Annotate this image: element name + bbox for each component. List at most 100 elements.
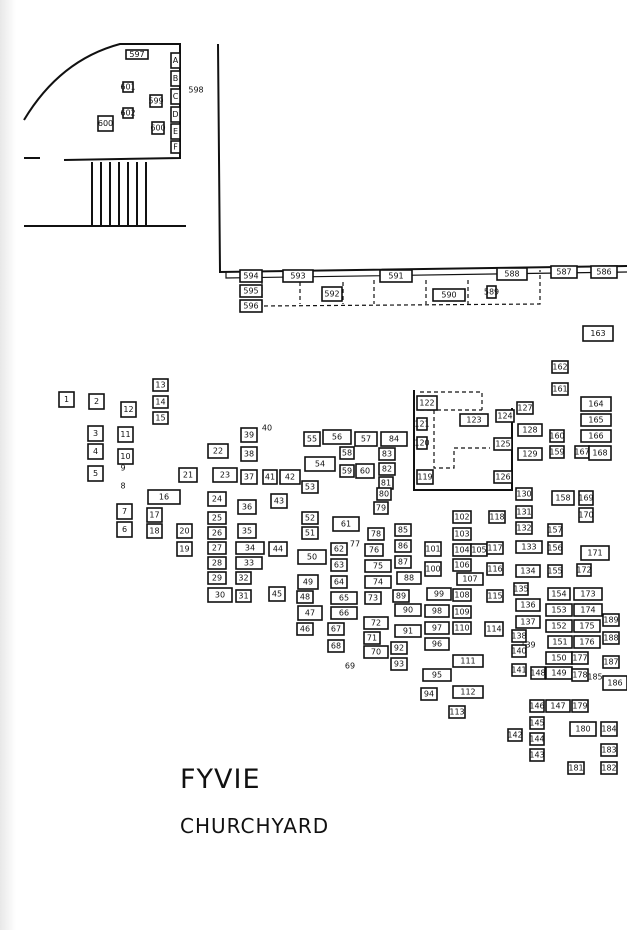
- grave-plot-150: 150: [545, 651, 573, 665]
- grave-plot-label: 50: [307, 553, 317, 562]
- grave-plot-131: 131: [515, 505, 533, 519]
- grave-plot-118: 118: [488, 510, 506, 524]
- grave-plot-71: 71: [363, 631, 381, 645]
- grave-plot-34: 34: [235, 541, 265, 555]
- grave-plot-83: 83: [378, 447, 396, 461]
- grave-plot-144: 144: [529, 732, 545, 746]
- grave-plot-label: 23: [220, 471, 230, 480]
- grave-plot-label: 90: [403, 606, 413, 615]
- grave-plot-label: 17: [149, 511, 159, 520]
- grave-plot-label: 147: [550, 702, 565, 711]
- grave-plot-16: 16: [147, 489, 181, 505]
- grave-plot-label: 110: [454, 624, 469, 633]
- grave-plot-12: 12: [120, 401, 137, 418]
- grave-plot-593: 593: [282, 269, 314, 283]
- grave-plot-102: 102: [452, 510, 472, 524]
- grave-plot-169: 169: [578, 490, 594, 506]
- grave-plot-label: 165: [588, 416, 603, 425]
- grave-plot-label: 60: [360, 467, 370, 476]
- grave-plot-label: 155: [547, 567, 562, 576]
- grave-plot-75: 75: [364, 559, 392, 573]
- grave-plot-label: 589: [484, 288, 499, 297]
- grave-plot-label: 80: [379, 490, 389, 499]
- grave-plot-label: 57: [361, 435, 371, 444]
- grave-plot-594: 594: [239, 269, 263, 283]
- grave-plot-77: 77: [350, 540, 360, 549]
- grave-plot-label: 82: [382, 465, 392, 474]
- grave-plot-label: 595: [243, 287, 258, 296]
- grave-plot-151: 151: [547, 635, 573, 649]
- grave-plot-47: 47: [297, 605, 323, 621]
- grave-plot-label: 64: [334, 578, 344, 587]
- grave-plot-65: 65: [330, 591, 358, 605]
- grave-plot-139: 139: [520, 641, 535, 650]
- grave-plot-161: 161: [551, 382, 569, 396]
- grave-plot-label: 106: [454, 561, 469, 570]
- grave-plot-label: 89: [396, 592, 406, 601]
- grave-plot-label: 78: [371, 530, 381, 539]
- grave-plot-label: 135: [513, 585, 528, 594]
- grave-plot-label: 19: [179, 545, 189, 554]
- grave-plot-label: 154: [551, 590, 566, 599]
- grave-plot-41: 41: [262, 469, 278, 485]
- grave-plot-label: 49: [303, 578, 313, 587]
- grave-plot-601: 601: [120, 81, 136, 93]
- grave-plot-label: 599: [148, 97, 163, 106]
- grave-plot-27: 27: [207, 541, 227, 555]
- grave-plot-146: 146: [529, 699, 545, 713]
- grave-plot-label: 133: [521, 543, 536, 552]
- grave-plot-80: 80: [376, 487, 392, 501]
- grave-plot-183: 183: [600, 743, 618, 757]
- grave-plot-label: 123: [466, 416, 481, 425]
- grave-plot-165: 165: [580, 413, 612, 427]
- grave-plot-label: 175: [579, 622, 594, 631]
- grave-plot-label: 166: [588, 432, 603, 441]
- grave-plot-98: 98: [424, 604, 450, 618]
- grave-plot-label: 142: [507, 731, 522, 740]
- grave-plot-label: 138: [511, 632, 526, 641]
- grave-plot-156: 156: [547, 541, 563, 555]
- grave-plot-592: 592: [321, 286, 343, 302]
- grave-plot-31: 31: [235, 589, 252, 603]
- grave-plot-label: 63: [334, 561, 344, 570]
- grave-plot-A: A: [170, 52, 181, 69]
- grave-plot-121: 121: [414, 417, 430, 431]
- grave-plot-label: 21: [183, 471, 193, 480]
- grave-plot-170: 170: [578, 507, 594, 523]
- grave-plot-598: 598: [188, 86, 203, 95]
- grave-plot-94: 94: [420, 687, 438, 701]
- grave-plot-81: 81: [378, 476, 394, 490]
- grave-plot-label: 170: [578, 511, 593, 520]
- grave-plot-label: 83: [382, 450, 392, 459]
- grave-plot-label: 85: [398, 526, 408, 535]
- grave-plot-142: 142: [507, 728, 523, 742]
- grave-plot-label: 124: [497, 412, 512, 421]
- grave-plot-106: 106: [452, 558, 472, 572]
- grave-plot-label: 84: [389, 435, 399, 444]
- grave-plot-label: 132: [516, 524, 531, 533]
- grave-plot-128: 128: [517, 423, 543, 437]
- grave-plot-label: 61: [341, 520, 351, 529]
- grave-plot-182: 182: [600, 761, 618, 775]
- grave-plot-label: 44: [273, 545, 283, 554]
- grave-plot-label: 81: [381, 479, 391, 488]
- grave-plot-label: 177: [572, 654, 587, 663]
- grave-plot-171: 171: [580, 545, 610, 561]
- grave-plot-76: 76: [364, 543, 384, 557]
- grave-plot-3: 3: [87, 425, 104, 442]
- grave-plot-label: 3: [93, 429, 98, 438]
- grave-plot-99: 99: [426, 587, 452, 601]
- grave-plot-label: 42: [285, 473, 295, 482]
- grave-plot-label: 598: [188, 86, 203, 95]
- grave-plot-label: 141: [511, 666, 526, 675]
- grave-plot-175: 175: [573, 619, 601, 633]
- grave-plot-4: 4: [87, 443, 104, 460]
- grave-plot-10: 10: [117, 448, 134, 465]
- grave-plot-label: 151: [552, 638, 567, 647]
- grave-plot-label: F: [173, 143, 178, 152]
- grave-plot-64: 64: [330, 575, 348, 589]
- grave-plot-36: 36: [237, 499, 257, 515]
- grave-plot-label: 14: [155, 398, 165, 407]
- grave-plot-110: 110: [452, 621, 472, 635]
- grave-plot-62: 62: [330, 542, 348, 556]
